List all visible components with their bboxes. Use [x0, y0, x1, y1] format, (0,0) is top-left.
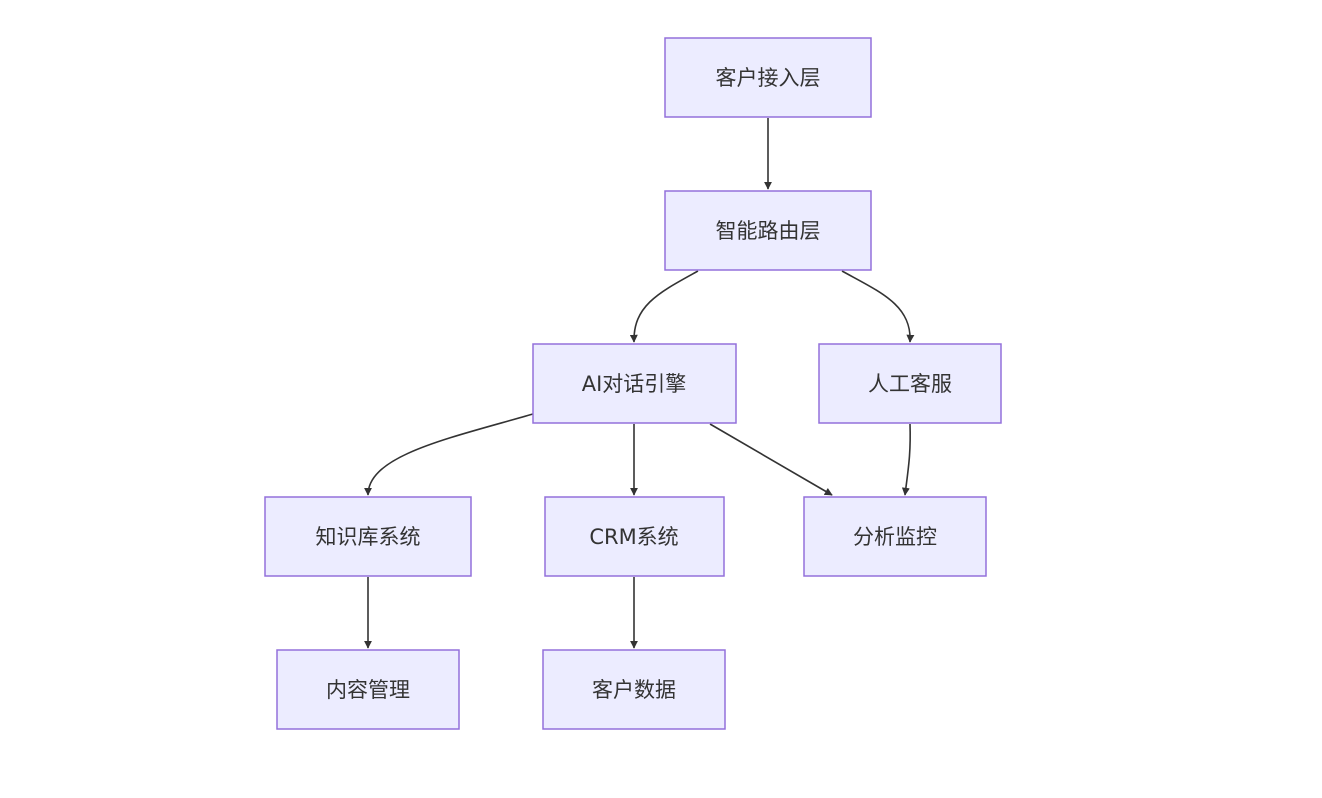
node-routing: 智能路由层	[664, 190, 872, 271]
node-ai-label: AI对话引擎	[582, 372, 687, 396]
node-custdata: 客户数据	[542, 649, 726, 730]
edge-routing-ai	[629, 270, 699, 343]
node-human: 人工客服	[818, 343, 1002, 424]
node-content-label: 内容管理	[326, 678, 410, 702]
edge-routing-human	[841, 270, 915, 343]
node-monitor-label: 分析监控	[853, 525, 937, 549]
node-kb-label: 知识库系统	[316, 525, 421, 549]
node-kb: 知识库系统	[264, 496, 472, 577]
node-routing-label: 智能路由层	[716, 219, 821, 243]
edge-human-monitor	[901, 423, 911, 496]
node-content: 内容管理	[276, 649, 460, 730]
edge-ai-monitor	[709, 423, 833, 496]
nodes: 客户接入层 智能路由层 AI对话引擎 人工客服 知识库系统 CRM系统 分析监控	[264, 37, 1002, 730]
node-custdata-label: 客户数据	[592, 678, 676, 702]
node-human-label: 人工客服	[868, 372, 952, 396]
node-crm: CRM系统	[544, 496, 725, 577]
node-ai: AI对话引擎	[532, 343, 737, 424]
node-monitor: 分析监控	[803, 496, 987, 577]
edge-ai-kb	[364, 413, 534, 496]
node-crm-label: CRM系统	[589, 525, 678, 549]
node-access-label: 客户接入层	[716, 66, 821, 90]
node-access: 客户接入层	[664, 37, 872, 118]
edges	[364, 118, 915, 649]
